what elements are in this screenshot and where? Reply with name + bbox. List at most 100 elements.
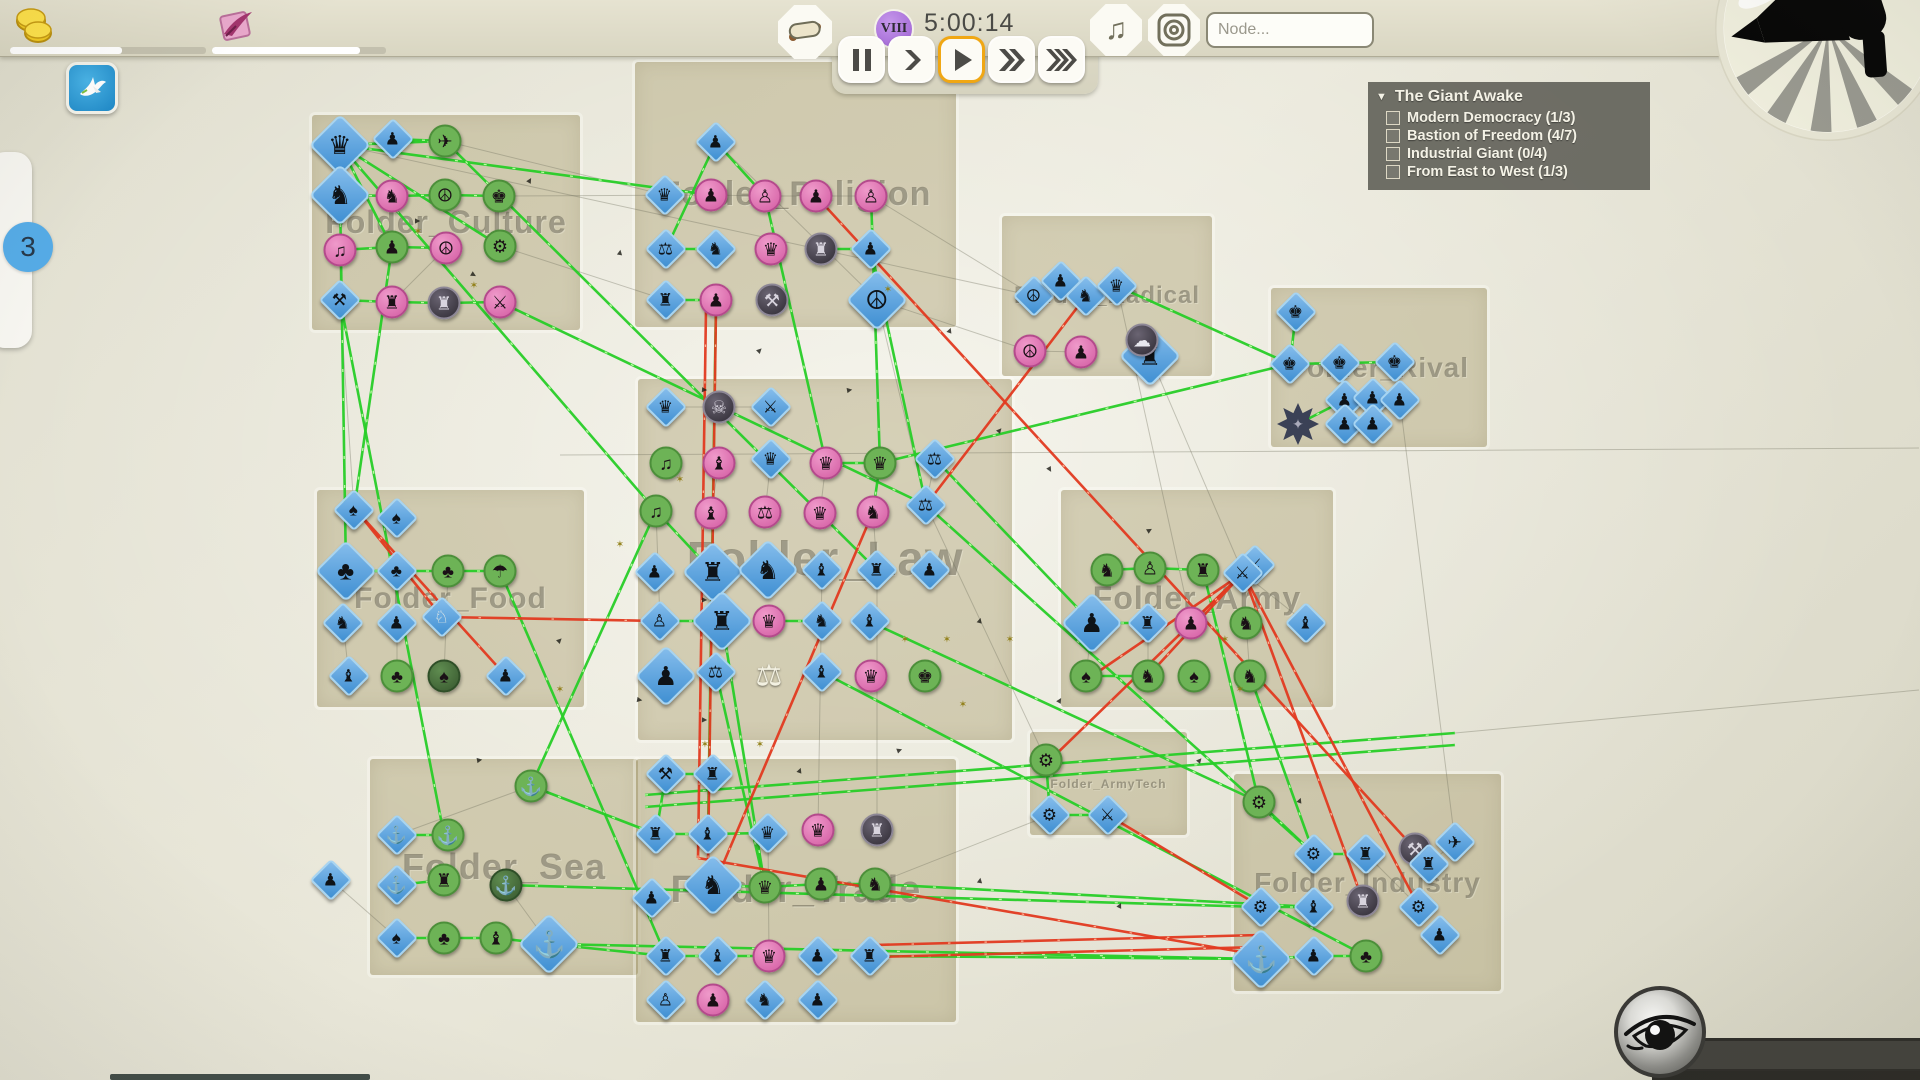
fast-forward-button[interactable] xyxy=(988,36,1035,83)
tech-node-pink[interactable]: ♟ xyxy=(1064,335,1098,369)
tech-node-green[interactable]: ♜ xyxy=(427,863,461,897)
tech-node-green[interactable]: ☂ xyxy=(483,554,517,588)
pause-button[interactable] xyxy=(838,36,885,83)
tech-node-pink[interactable]: ♛ xyxy=(752,939,786,973)
tech-node-pink[interactable]: ♙ xyxy=(748,179,782,213)
tech-node-pink[interactable]: ☮ xyxy=(1013,334,1047,368)
quest-item[interactable]: Industrial Giant (0/4) xyxy=(1386,146,1642,162)
tech-node-green[interactable]: ♛ xyxy=(748,870,782,904)
tech-node-pink[interactable]: ♟ xyxy=(696,983,730,1017)
tech-node-green[interactable]: ♞ xyxy=(1090,553,1124,587)
tech-node-green[interactable]: ⚓ xyxy=(514,769,548,803)
tech-node-pink[interactable]: ♞ xyxy=(856,495,890,529)
tech-node-green[interactable]: ⚙ xyxy=(483,229,517,263)
screenshot-button[interactable] xyxy=(1148,4,1200,56)
quest-item[interactable]: Bastion of Freedom (4/7) xyxy=(1386,128,1642,144)
quest-header[interactable]: ▼ The Giant Awake xyxy=(1376,88,1642,106)
tech-node-pink[interactable]: ♝ xyxy=(694,496,728,530)
tech-node-green[interactable]: ♞ xyxy=(1229,606,1263,640)
quest-checkbox[interactable] xyxy=(1386,165,1400,179)
tech-node-pink[interactable]: ♟ xyxy=(694,178,728,212)
tech-node-burst[interactable]: ✦ xyxy=(1277,403,1319,445)
tech-node-green[interactable]: ♞ xyxy=(1131,659,1165,693)
tech-node-pink[interactable]: ♝ xyxy=(702,446,736,480)
tech-node-pink[interactable]: ⚖ xyxy=(748,495,782,529)
tech-node-pink[interactable]: ♟ xyxy=(1174,606,1208,640)
notification-badge[interactable]: 3 xyxy=(3,222,53,272)
tech-node-pink[interactable]: ⚔ xyxy=(483,285,517,319)
collapsed-left-panel[interactable] xyxy=(110,1074,370,1080)
tech-node-dark[interactable]: ⚒ xyxy=(755,283,789,317)
node-glyph: ♝ xyxy=(862,611,878,631)
tech-node-dark[interactable]: ☁ xyxy=(1125,323,1159,357)
tech-node-dark[interactable]: ♜ xyxy=(1346,884,1380,918)
tech-node-pink[interactable]: ♫ xyxy=(323,233,357,267)
tech-node-green[interactable]: ⚓ xyxy=(431,818,465,852)
quest-checkbox[interactable] xyxy=(1386,147,1400,161)
quest-item[interactable]: Modern Democracy (1/3) xyxy=(1386,110,1642,126)
node-glyph: ✈ xyxy=(437,131,453,151)
quest-checkbox[interactable] xyxy=(1386,129,1400,143)
tech-node-green[interactable]: ♟ xyxy=(804,867,838,901)
tech-node-pink[interactable]: ☮ xyxy=(429,231,463,265)
play-button[interactable] xyxy=(938,36,985,83)
tech-node-green[interactable]: ♣ xyxy=(380,659,414,693)
tech-node-pink[interactable]: ♛ xyxy=(801,813,835,847)
node-glyph: ♛ xyxy=(760,823,776,843)
tech-node-green[interactable]: ♚ xyxy=(908,659,942,693)
folder-religion[interactable]: Folder_Religion xyxy=(635,62,956,327)
tech-node-dark[interactable]: ☠ xyxy=(702,390,736,424)
tech-node-pink[interactable]: ♛ xyxy=(754,232,788,266)
faction-emblem[interactable] xyxy=(1690,0,1920,170)
tech-node-green[interactable]: ⚙ xyxy=(1242,785,1276,819)
tech-node-dark[interactable]: ♜ xyxy=(427,286,461,320)
tech-node-dark[interactable]: ♜ xyxy=(860,813,894,847)
tech-node-green[interactable]: ♚ xyxy=(482,179,516,213)
collapse-arrow-icon[interactable]: ▼ xyxy=(1376,91,1387,103)
fastest-forward-button[interactable] xyxy=(1038,36,1085,83)
step-button[interactable] xyxy=(888,36,935,83)
quest-item[interactable]: From East to West (1/3) xyxy=(1386,164,1642,180)
events-scroll-button[interactable] xyxy=(778,5,832,59)
node-glyph: ♠ xyxy=(1189,666,1199,686)
tech-node-green[interactable]: ♣ xyxy=(1349,939,1383,973)
tech-node-green[interactable]: ♟ xyxy=(375,230,409,264)
dove-button[interactable] xyxy=(66,62,118,114)
tech-node-green[interactable]: ⚙ xyxy=(1029,743,1063,777)
tech-node-pink[interactable]: ♜ xyxy=(375,285,409,319)
tech-node-green[interactable]: ✈ xyxy=(428,124,462,158)
tech-node-green[interactable]: ♙ xyxy=(1133,551,1167,585)
tech-node-green[interactable]: ☮ xyxy=(428,178,462,212)
collapsed-bottom-panel[interactable] xyxy=(1668,1038,1920,1072)
tech-node-green[interactable]: ♞ xyxy=(858,867,892,901)
music-button[interactable]: ♫ xyxy=(1090,4,1142,56)
node-search-input[interactable] xyxy=(1206,12,1374,48)
tech-node-pink[interactable]: ♛ xyxy=(809,446,843,480)
tech-node-pink[interactable]: ♛ xyxy=(803,496,837,530)
tech-node-green[interactable]: ♛ xyxy=(863,446,897,480)
tech-node-green[interactable]: ♠ xyxy=(1069,659,1103,693)
tech-node-darkgreen[interactable]: ⚓ xyxy=(489,868,523,902)
quest-checkbox[interactable] xyxy=(1386,111,1400,125)
tech-node-green[interactable]: ♠ xyxy=(1177,659,1211,693)
pause-icon xyxy=(852,48,871,71)
tech-node-pink[interactable]: ♟ xyxy=(799,179,833,213)
tech-node-green[interactable]: ♣ xyxy=(431,554,465,588)
tech-node-dark[interactable]: ♜ xyxy=(804,232,838,266)
tech-node-green[interactable]: ♞ xyxy=(1233,659,1267,693)
tech-node-pink[interactable]: ♛ xyxy=(854,659,888,693)
tech-node-green[interactable]: ♝ xyxy=(479,921,513,955)
tech-node-pink[interactable]: ♙ xyxy=(854,179,888,213)
node-glyph: ♚ xyxy=(916,666,934,686)
tech-node-darkgreen[interactable]: ♠ xyxy=(427,659,461,693)
eye-button[interactable] xyxy=(1614,986,1706,1078)
game-timer: 5:00:14 xyxy=(924,9,1015,37)
tech-node-green[interactable]: ♫ xyxy=(649,446,683,480)
tech-node-pink[interactable]: ♞ xyxy=(375,179,409,213)
tech-node-green[interactable]: ♜ xyxy=(1186,553,1220,587)
tech-node-pink[interactable]: ♟ xyxy=(699,283,733,317)
tech-node-pink[interactable]: ♛ xyxy=(752,604,786,638)
tech-node-green[interactable]: ♣ xyxy=(427,921,461,955)
tech-node-green[interactable]: ♫ xyxy=(639,494,673,528)
